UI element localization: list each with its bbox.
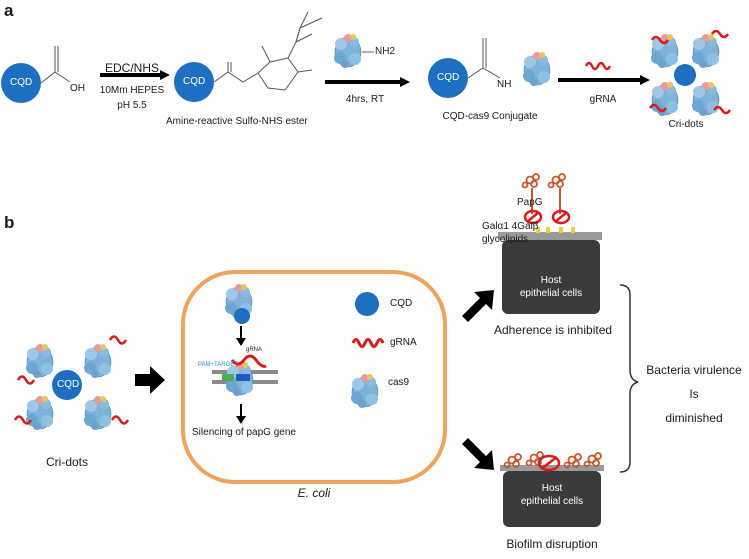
legend-cas9-label: cas9: [388, 377, 410, 388]
cqd-sphere-ester: [174, 62, 214, 102]
host-cell-top: [502, 240, 600, 314]
ecoli-cell: [181, 270, 447, 484]
outcome-line3: diminished: [665, 411, 723, 425]
intermediate-label: Amine-reactive Sulfo-NHS ester: [166, 116, 308, 127]
papg-label: PapG: [517, 197, 543, 208]
adherence-label: Adherence is inhibited: [493, 323, 613, 337]
sulfonate-group: [295, 11, 323, 43]
papg-adhesins-blocked: [521, 173, 571, 225]
condition-label: 4hrs, RT: [345, 94, 385, 105]
arrow-to-adherence: [462, 290, 494, 322]
panel-a-label: a: [4, 1, 14, 20]
cqd-label-conjugate: CQD: [437, 72, 460, 83]
cqd-sphere-conjugate: [428, 58, 468, 98]
biofilm-label: Biofilm disruption: [506, 537, 598, 551]
arrow-to-biofilm: [462, 438, 494, 470]
legend-cqd-label: CQD: [390, 298, 413, 309]
cas9-protein-conjugate: [522, 51, 551, 87]
sulfo-nhs-structure: [213, 27, 313, 91]
cqd-label-ester: CQD: [183, 76, 206, 87]
reaction-arrow-2-head: [400, 77, 410, 87]
reaction-arrow-1-head: [160, 70, 170, 80]
nh-label: NH: [497, 79, 512, 90]
cqd-label-start: CQD: [10, 77, 33, 88]
cqd-sphere-start: [1, 63, 41, 103]
product-label: Cri-dots: [668, 119, 704, 130]
legend-cas9-symbol: [350, 373, 379, 409]
cas9-protein-reagent: [333, 33, 362, 69]
crispr-mechanism: [212, 283, 278, 424]
nh2-label: NH2: [375, 46, 396, 57]
arrow-into-ecoli: [135, 366, 165, 394]
cri-dots-cluster: [13, 335, 130, 431]
host-top-membrane: [498, 232, 602, 240]
glycolipid-receptors: [536, 227, 575, 233]
reagent-edc-nhs: EDC/NHS: [104, 61, 160, 75]
host-cell-bottom: [503, 471, 601, 527]
biofilm-bacteria: [503, 451, 602, 472]
host-bottom-line1: Host: [541, 483, 563, 494]
galactose-label: Galα1 4Galβ: [482, 221, 539, 232]
host-top-line2: epithelial cells: [519, 288, 583, 299]
silencing-label: Silencing of papG gene: [192, 427, 296, 438]
hydroxyl-label: OH: [70, 83, 85, 94]
panel-b-label: b: [4, 213, 15, 232]
ph-label: pH 5.5: [117, 100, 147, 111]
grna-reagent-label: gRNA: [589, 94, 617, 105]
cri-dots-product: [648, 29, 732, 117]
host-top-line1: Host: [540, 275, 562, 286]
buffer-label: 10Mm HEPES: [99, 85, 165, 96]
host-bottom-membrane: [500, 465, 604, 471]
legend-grna-label: gRNA: [390, 337, 417, 348]
host-bottom-line2: epithelial cells: [520, 496, 584, 507]
amide-bond: [467, 38, 501, 79]
outcome-line1: Bacteria virulence: [646, 363, 742, 377]
pam-target-label: PAM+TARGET: [198, 362, 238, 368]
ecoli-label: E. coli: [297, 486, 331, 500]
conjugate-label: CQD-cas9 Conjugate: [442, 111, 538, 122]
grna-strand-reagent: [584, 61, 612, 71]
glycolipids-label: glycolipids: [482, 234, 529, 245]
cri-dots-label: Cri-dots: [45, 455, 89, 469]
reaction-arrow-3-head: [640, 75, 650, 85]
grna-small-label: gRNA: [246, 347, 263, 353]
legend-grna-symbol: [351, 338, 385, 348]
outcome-line2: Is: [689, 387, 699, 401]
cri-dots-cqd-label: CQD: [57, 379, 80, 390]
outcome-bracket: [619, 284, 639, 473]
legend-cqd-symbol: [355, 292, 379, 316]
carboxyl-bond: [40, 46, 71, 84]
